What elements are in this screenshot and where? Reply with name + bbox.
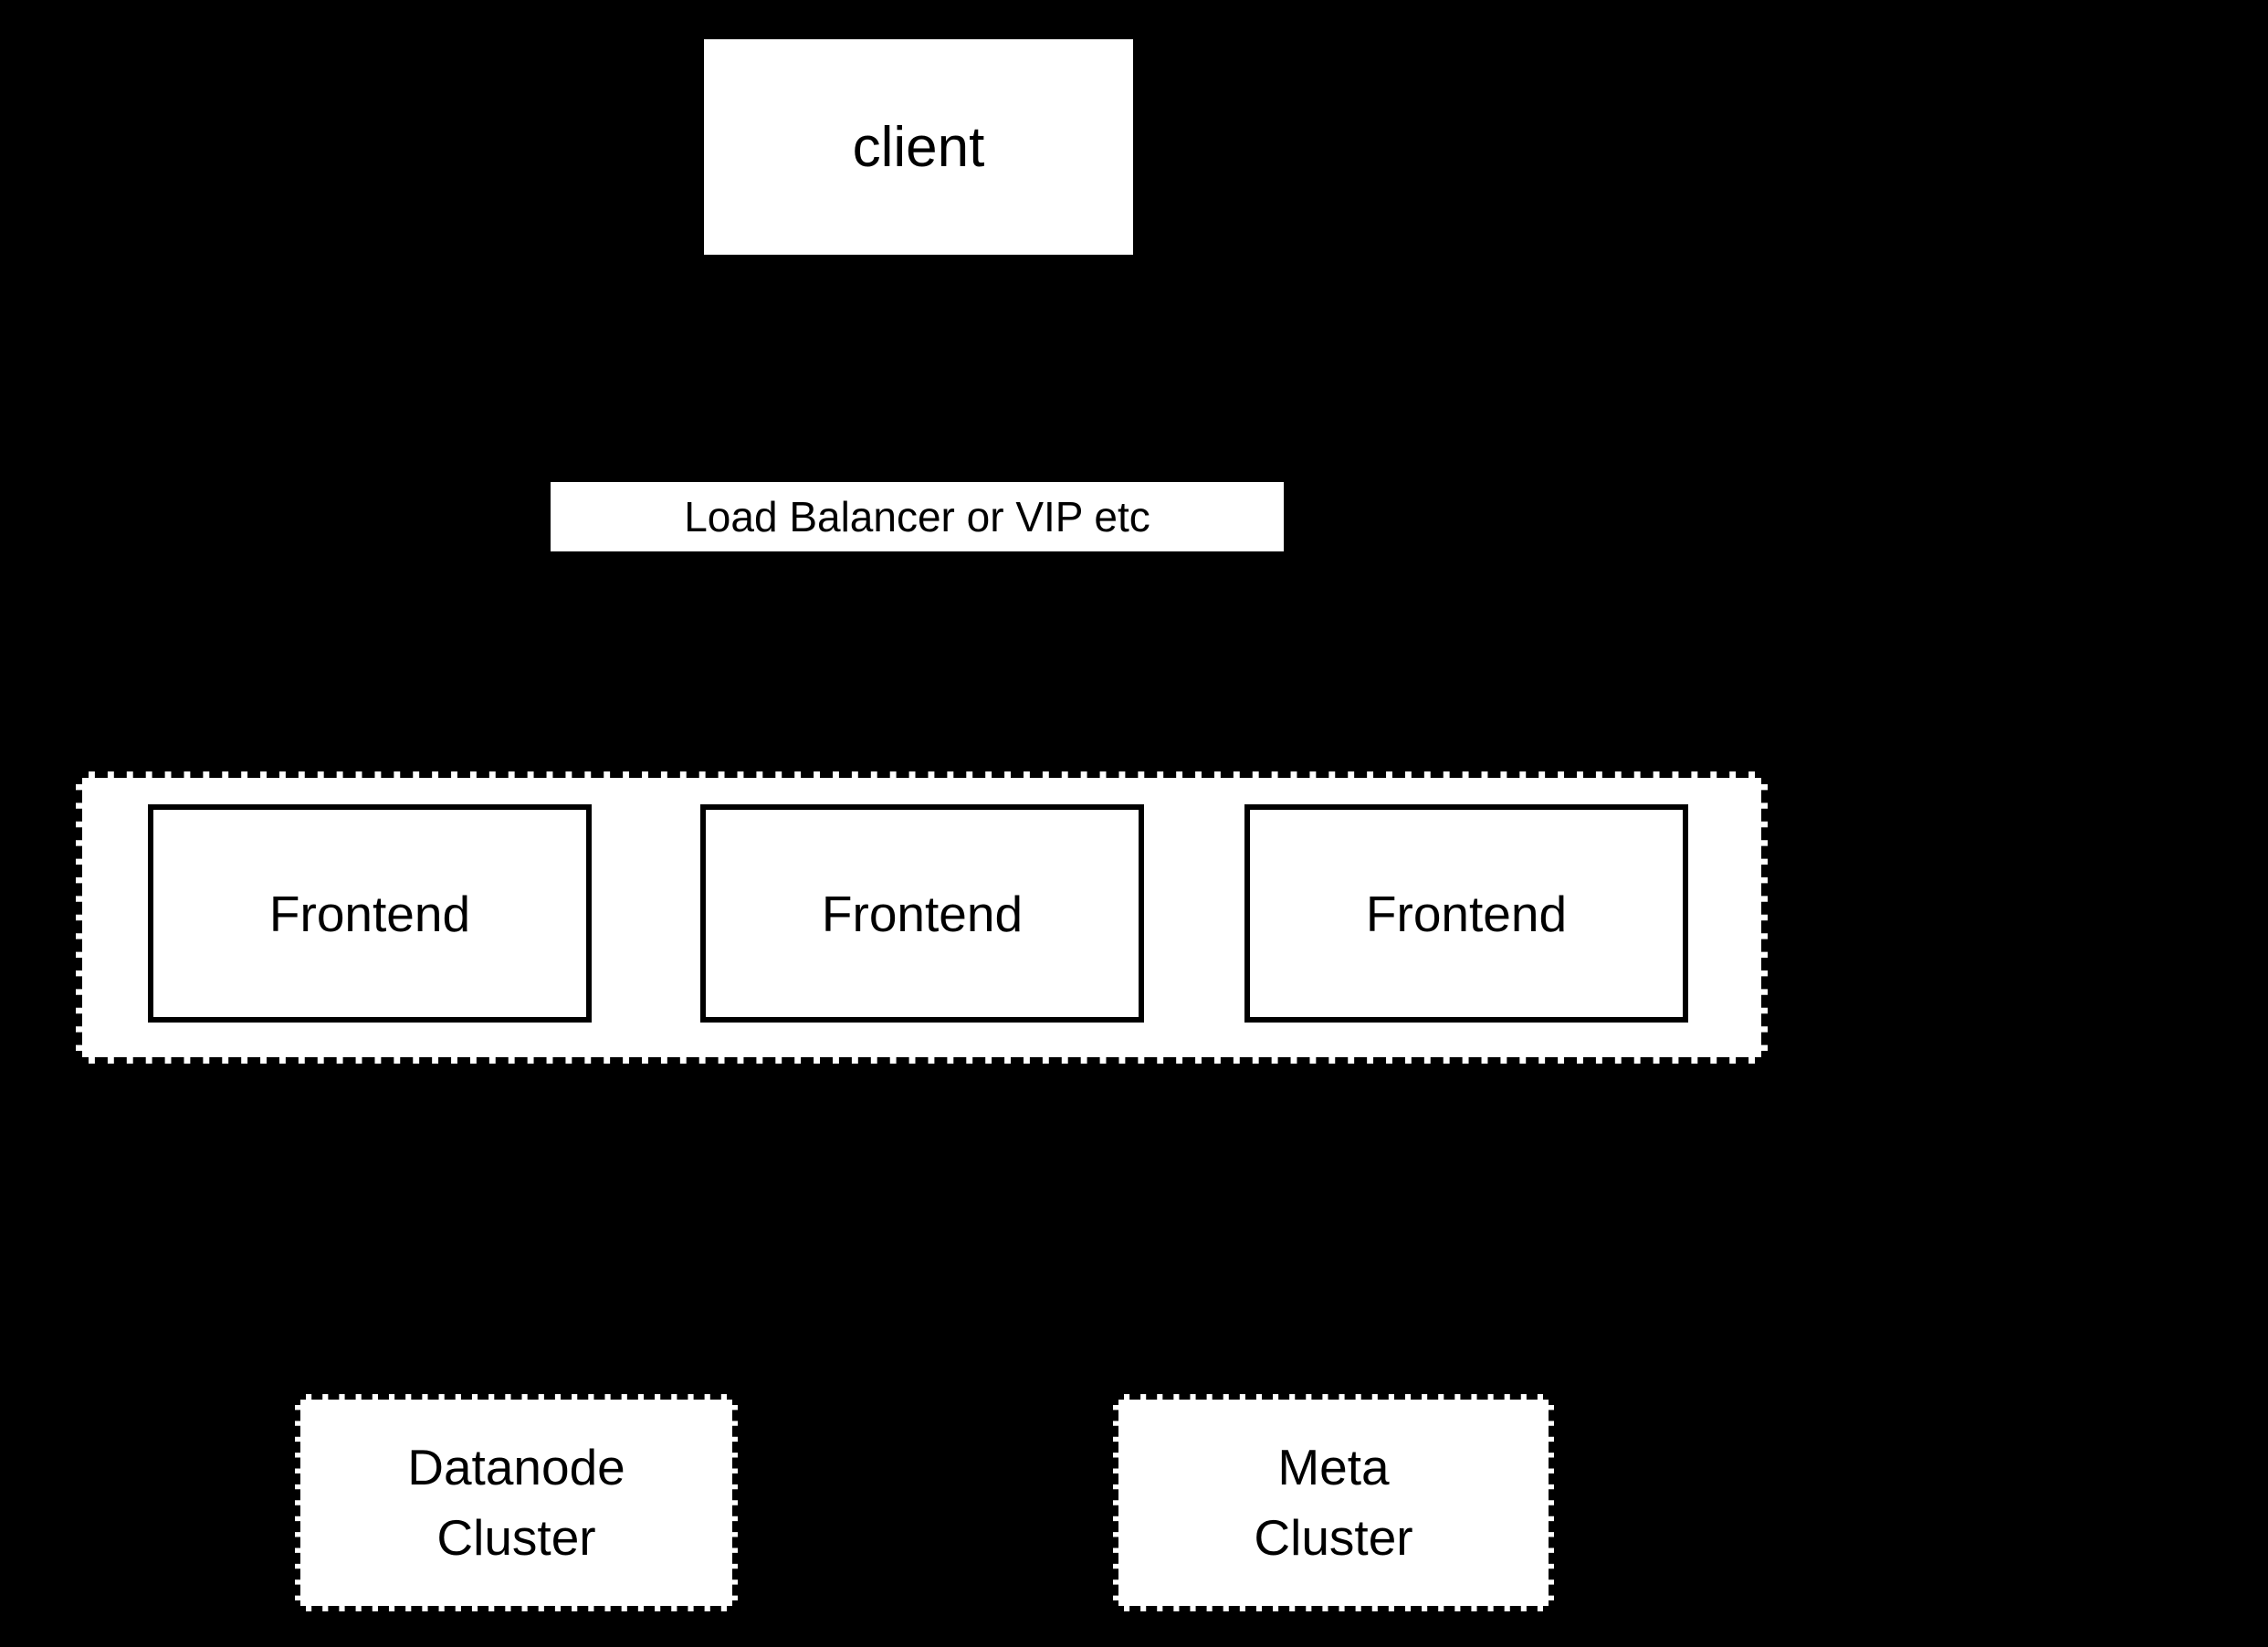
- client-node: client: [704, 39, 1133, 255]
- frontend-node-1: Frontend: [148, 804, 592, 1023]
- meta-cluster-node: Meta Cluster: [1113, 1394, 1554, 1611]
- client-node-label: client: [852, 115, 985, 179]
- frontend-node-2: Frontend: [700, 804, 1144, 1023]
- meta-cluster-label-line1: Meta: [1277, 1439, 1390, 1495]
- datanode-cluster-label-line1: Datanode: [407, 1439, 625, 1495]
- frontend-node-3: Frontend: [1244, 804, 1688, 1023]
- meta-cluster-label-line2: Cluster: [1254, 1509, 1413, 1566]
- datanode-cluster-label-line2: Cluster: [436, 1509, 596, 1566]
- frontend-node-3-label: Frontend: [1365, 885, 1568, 942]
- frontend-node-1-label: Frontend: [268, 885, 471, 942]
- load-balancer-node-label: Load Balancer or VIP etc: [684, 493, 1150, 540]
- load-balancer-node: Load Balancer or VIP etc: [551, 482, 1284, 551]
- frontend-node-2-label: Frontend: [821, 885, 1024, 942]
- datanode-cluster-node: Datanode Cluster: [295, 1394, 738, 1611]
